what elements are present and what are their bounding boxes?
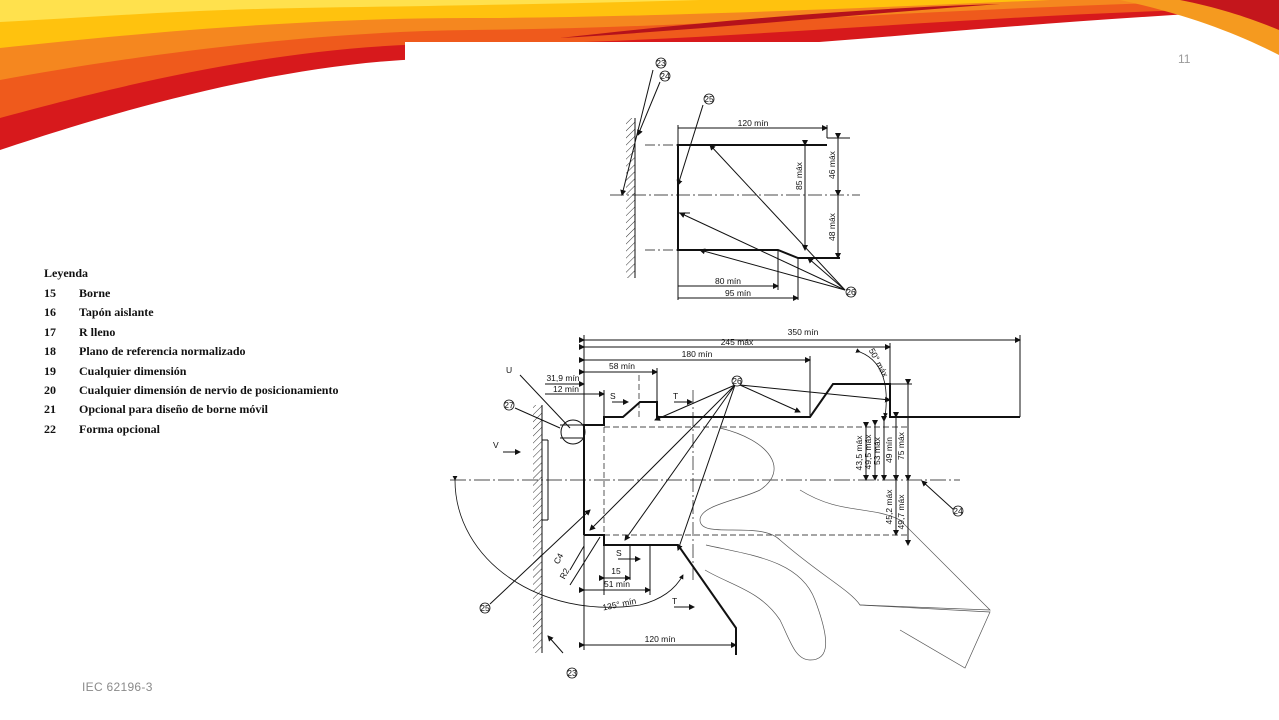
angle-135-arc bbox=[452, 475, 684, 608]
swoosh-band-paleyellow bbox=[0, 0, 700, 22]
callout-25: 25 bbox=[480, 603, 490, 613]
legend-item: 18 Plano de referencia normalizado bbox=[44, 344, 364, 363]
legend-item: 20 Cualquier dimensión de nervio de posic… bbox=[44, 383, 364, 402]
legend-text: Plano de referencia normalizado bbox=[79, 344, 246, 359]
callout-27: 27 bbox=[504, 400, 514, 410]
swoosh-mid-streak bbox=[560, 4, 1000, 38]
callout-26: 26 bbox=[732, 376, 742, 386]
legend-num: 20 bbox=[44, 382, 56, 397]
top-wall-hatch bbox=[626, 118, 635, 278]
callout-24: 24 bbox=[660, 71, 670, 81]
dim-85: 85 máx bbox=[794, 161, 804, 190]
dim-75: 75 máx bbox=[896, 431, 906, 460]
dim-95: 95 mín bbox=[725, 288, 751, 298]
optional-shape bbox=[699, 427, 991, 611]
dim-58: 58 mín bbox=[609, 361, 635, 371]
callout-23: 23 bbox=[567, 668, 577, 678]
legend-num: 17 bbox=[44, 324, 56, 339]
legend-item: 19 Cualquier dimensión bbox=[44, 364, 364, 383]
legend-text: Opcional para diseño de borne móvil bbox=[79, 402, 269, 417]
letter-t-lower: T bbox=[672, 596, 677, 606]
top-view bbox=[610, 69, 860, 301]
dim-48: 48 máx bbox=[827, 212, 837, 241]
dim-49: 49 mín bbox=[884, 437, 894, 463]
legend-item: 21 Opcional para diseño de borne móvil bbox=[44, 402, 364, 421]
dim-53: 53 máx bbox=[872, 436, 882, 465]
swoosh-right-red bbox=[1180, 0, 1279, 30]
footer-source: IEC 62196-3 bbox=[82, 680, 153, 694]
legend-num: 19 bbox=[44, 363, 56, 378]
top-dimensions: 120 mín 85 máx 46 máx 48 máx 80 mín 95 m… bbox=[715, 118, 837, 298]
letter-t-upper: T bbox=[673, 391, 678, 401]
dim-12: 12 mín bbox=[553, 384, 579, 394]
dim-43-5: 43,5 máx bbox=[854, 435, 864, 471]
dim-245: 245 máx bbox=[721, 337, 754, 347]
dim-31-9: 31,9 mín bbox=[546, 373, 579, 383]
angle-50-arc bbox=[855, 348, 888, 418]
legend-num: 15 bbox=[44, 286, 56, 300]
bottom-callouts: 26 27 24 25 23 bbox=[479, 375, 964, 679]
legend-num: 22 bbox=[44, 421, 56, 436]
legend-item: 15 Borne bbox=[44, 286, 364, 305]
legend-text: Forma opcional bbox=[79, 421, 160, 436]
callout-23: 23 bbox=[656, 58, 666, 68]
top-outline bbox=[677, 144, 840, 259]
legend-text: Cualquier dimensión bbox=[79, 363, 187, 378]
dim-r2: R2 bbox=[557, 566, 571, 581]
callout-25: 25 bbox=[704, 94, 714, 104]
legend: Leyenda 15 Borne 16 Tapón aislante 17 R lle… bbox=[44, 266, 364, 441]
bottom-wall-hatch bbox=[533, 405, 542, 653]
header-swoosh bbox=[0, 0, 1279, 150]
dim-180: 180 mín bbox=[682, 349, 713, 359]
legend-num: 21 bbox=[44, 402, 56, 417]
dim-120-top: 120 mín bbox=[738, 118, 769, 128]
legend-item: 22 Forma opcional bbox=[44, 422, 364, 441]
technical-drawing: 23 24 25 26 120 mín 85 máx 46 máx 48 máx… bbox=[450, 57, 1021, 679]
dim-c4: C4 bbox=[551, 551, 565, 566]
legend-text: Tapón aislante bbox=[79, 305, 154, 320]
legend-text: R lleno bbox=[79, 324, 116, 339]
dim-350: 350 mín bbox=[788, 327, 819, 337]
dim-120-bottom: 120 mín bbox=[645, 634, 676, 644]
legend-item: 17 R lleno bbox=[44, 325, 364, 344]
dim-80: 80 mín bbox=[715, 276, 741, 286]
dim-45-2: 45,2 máx bbox=[884, 489, 894, 525]
legend-num: 16 bbox=[44, 305, 56, 320]
dim-15: 15 bbox=[611, 566, 621, 576]
swoosh-band-yellow bbox=[0, 0, 1050, 48]
dim-46: 46 máx bbox=[827, 150, 837, 179]
dim-49-5: 49,5 máx bbox=[863, 434, 873, 470]
letter-s-lower: S bbox=[616, 548, 622, 558]
callout-24: 24 bbox=[953, 506, 963, 516]
dim-angle-50: 50° máx bbox=[867, 346, 891, 379]
bottom-letters: U V S T S T bbox=[493, 365, 678, 606]
legend-num: 18 bbox=[44, 344, 56, 359]
dim-51: 51 mín bbox=[604, 579, 630, 589]
letter-s-upper: S bbox=[610, 391, 616, 401]
legend-text: Cualquier dimensión de nervio de posicio… bbox=[79, 382, 339, 397]
legend-text: Borne bbox=[79, 286, 111, 300]
legend-title: Leyenda bbox=[44, 266, 89, 280]
top-callouts: 23 24 25 26 bbox=[655, 57, 857, 298]
slide-number: 11 bbox=[1178, 52, 1191, 66]
callout-26: 26 bbox=[846, 287, 856, 297]
dim-49-7: 49,7 máx bbox=[896, 494, 906, 530]
letter-v: V bbox=[493, 440, 499, 450]
bottom-view bbox=[450, 335, 1021, 669]
dim-angle-135: 135° mín bbox=[602, 596, 638, 613]
legend-item: 16 Tapón aislante bbox=[44, 305, 364, 324]
letter-u: U bbox=[506, 365, 512, 375]
